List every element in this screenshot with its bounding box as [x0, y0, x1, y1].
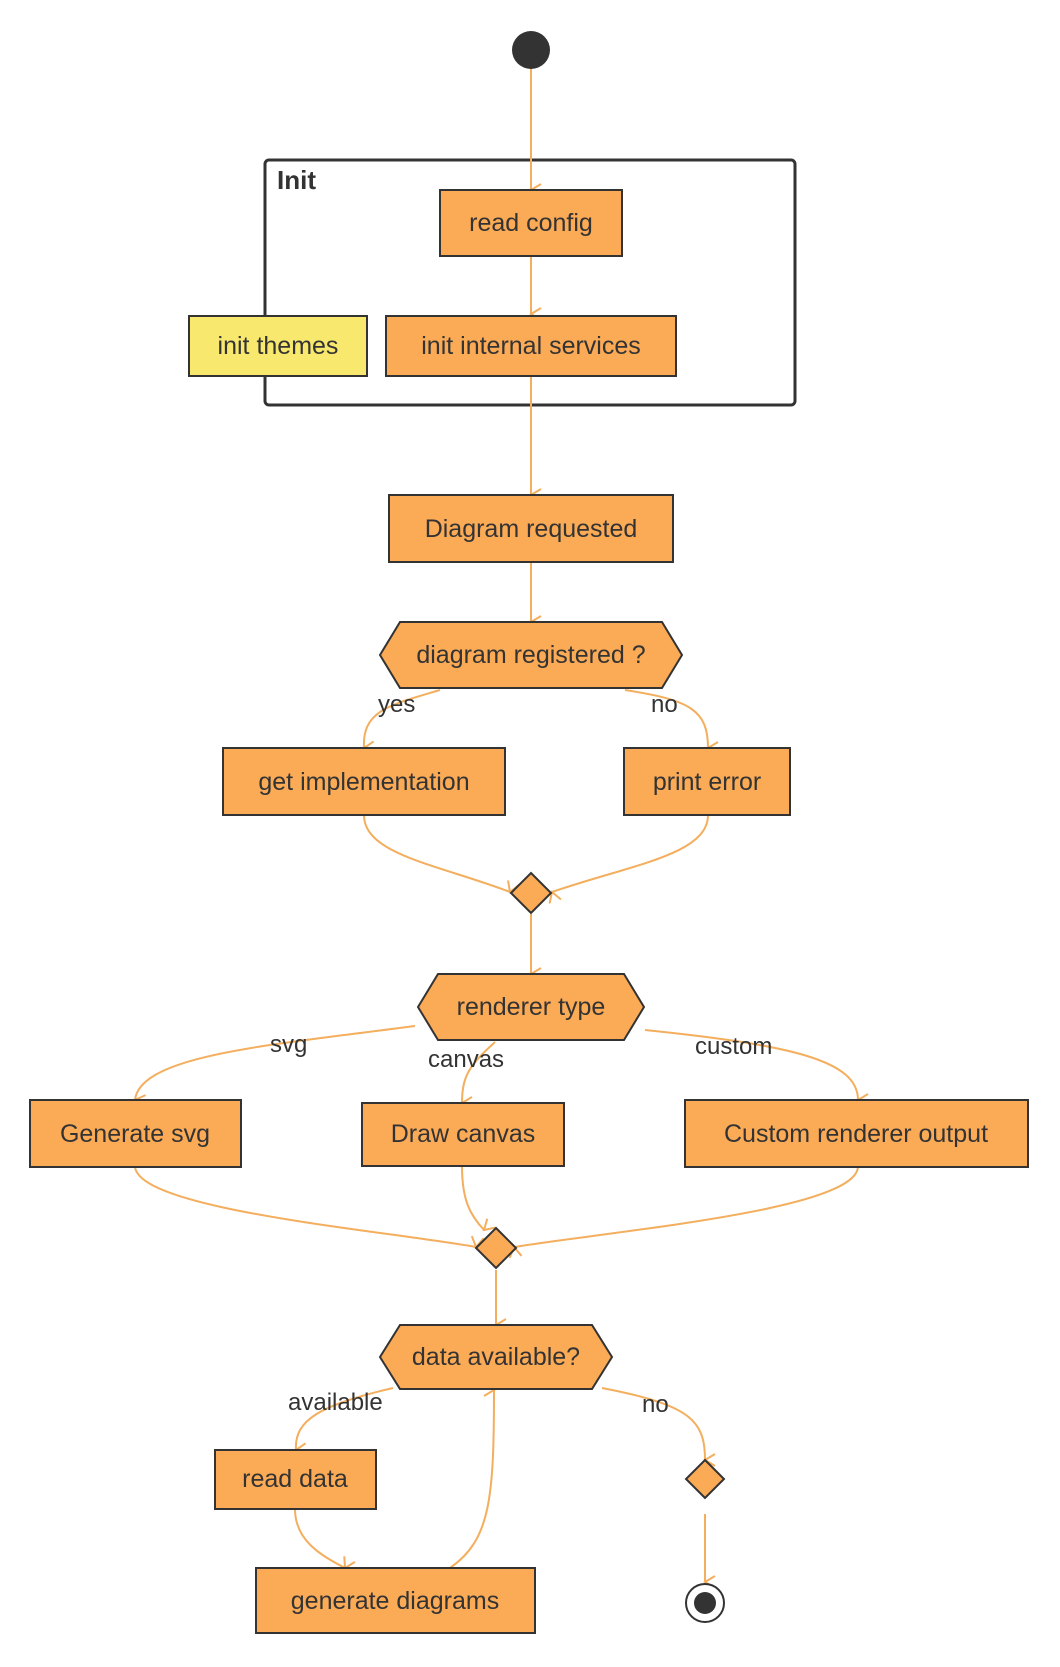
- edge-renderer-custom: [644, 1029, 869, 1107]
- node-custom-renderer-output: Custom renderer output: [684, 1099, 1029, 1168]
- svg-text:data available?: data available?: [412, 1343, 580, 1371]
- edge-read-data-generate-diagrams: [294, 1508, 356, 1570]
- init-group-title: Init: [277, 165, 316, 195]
- node-diagram-requested: Diagram requested: [388, 494, 674, 563]
- decision-data-available: data available?: [378, 1324, 614, 1390]
- svg-text:print error: print error: [653, 768, 761, 796]
- edges: [133, 68, 869, 1589]
- end-node: [685, 1583, 725, 1623]
- edge-registered-get-implementation: [362, 689, 441, 755]
- node-generate-diagrams: generate diagrams: [255, 1567, 536, 1634]
- edge-label-canvas: canvas: [428, 1046, 504, 1073]
- edge-data-available-read-data: [294, 1387, 394, 1457]
- node-generate-svg: Generate svg: [29, 1099, 242, 1168]
- svg-text:init internal services: init internal services: [421, 332, 641, 360]
- svg-text:read data: read data: [242, 1465, 348, 1493]
- svg-text:Custom renderer output: Custom renderer output: [724, 1120, 988, 1148]
- node-read-data: read data: [214, 1449, 377, 1510]
- edge-registered-print-error: [624, 689, 719, 755]
- merge-diamond-1: [509, 871, 553, 915]
- svg-text:renderer type: renderer type: [457, 993, 606, 1021]
- merge-diamond-2: [474, 1226, 518, 1270]
- node-get-implementation: get implementation: [222, 747, 506, 816]
- edge-data-available-no: [601, 1387, 716, 1467]
- node-init-internal-services: init internal services: [385, 315, 677, 377]
- node-draw-canvas: Draw canvas: [361, 1102, 565, 1167]
- edge-label-svg: svg: [270, 1031, 307, 1058]
- edge-renderer-generate-svg: [133, 1025, 416, 1108]
- edge-generate-diagrams-loop: [449, 1383, 496, 1569]
- node-print-error: print error: [623, 747, 791, 816]
- edge-renderer-draw-canvas: [460, 1041, 496, 1110]
- edge-label-yes: yes: [378, 691, 415, 718]
- merge-diamond-3: [684, 1458, 726, 1500]
- edge-label-custom: custom: [695, 1033, 772, 1060]
- edge-custom-merge: [508, 1166, 859, 1259]
- edge-label-available: available: [288, 1389, 383, 1416]
- edge-draw-canvas-merge: [461, 1165, 496, 1232]
- node-read-config: read config: [439, 189, 623, 257]
- svg-text:generate diagrams: generate diagrams: [291, 1587, 499, 1615]
- start-node: [512, 31, 550, 69]
- edge-get-implementation-merge: [363, 814, 520, 894]
- svg-text:diagram registered ?: diagram registered ?: [416, 641, 645, 669]
- svg-text:Generate svg: Generate svg: [60, 1120, 210, 1148]
- svg-text:Draw canvas: Draw canvas: [391, 1120, 536, 1148]
- svg-text:read config: read config: [469, 209, 593, 237]
- svg-text:init themes: init themes: [218, 332, 339, 360]
- edge-label-no-data: no: [642, 1391, 669, 1418]
- edge-print-error-merge: [548, 814, 709, 904]
- decision-diagram-registered: diagram registered ?: [378, 621, 684, 689]
- edge-label-no: no: [651, 691, 678, 718]
- note-init-themes: init themes: [188, 315, 368, 377]
- svg-text:get implementation: get implementation: [258, 768, 469, 796]
- svg-text:Diagram requested: Diagram requested: [425, 515, 638, 543]
- decision-renderer-type: renderer type: [416, 973, 646, 1041]
- edge-generate-svg-merge: [134, 1166, 485, 1249]
